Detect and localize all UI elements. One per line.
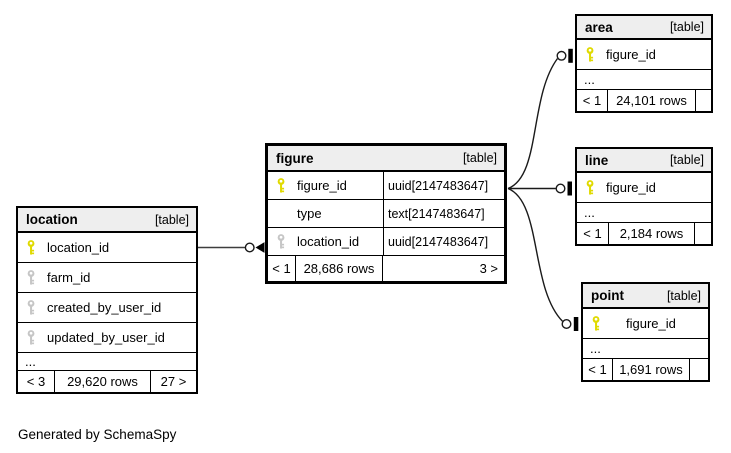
edge-figure-line — [508, 181, 572, 196]
child-count: < 1 — [577, 223, 609, 244]
table-line[interactable]: line [table] figure_id ... < 1 2,184 row… — [575, 147, 713, 246]
column-row[interactable]: farm_id — [18, 263, 196, 293]
edge-figure-area — [507, 48, 573, 190]
column-row[interactable]: updated_by_user_id — [18, 323, 196, 353]
child-count: < 1 — [583, 359, 613, 380]
table-footer: < 3 29,620 rows 27 > — [18, 371, 196, 392]
hidden-columns-ellipsis: ... — [577, 203, 711, 223]
primary-key-icon — [585, 179, 597, 196]
column-name: location_id — [297, 234, 360, 249]
column-row[interactable]: figure_id — [577, 173, 711, 203]
column-name: figure_id — [606, 180, 656, 195]
column-name: figure_id — [297, 178, 347, 193]
row-count: 2,184 rows — [609, 223, 695, 244]
table-figure-header[interactable]: figure [table] — [268, 146, 504, 172]
column-name: figure_id — [606, 47, 656, 62]
no-key-spacer — [276, 205, 288, 222]
table-area[interactable]: area [table] figure_id ... < 1 24,101 ro… — [575, 14, 713, 113]
foreign-key-icon — [26, 299, 38, 316]
foreign-key-icon — [26, 329, 38, 346]
table-footer: < 1 2,184 rows — [577, 223, 711, 244]
column-name: location_id — [47, 240, 110, 255]
parent-count: 3 > — [479, 261, 498, 276]
column-type: text[2147483647] — [383, 200, 504, 227]
table-area-header[interactable]: area [table] — [577, 16, 711, 40]
column-name: farm_id — [47, 270, 91, 285]
table-name: point — [591, 288, 624, 303]
tee-marker — [568, 48, 573, 63]
hidden-columns-ellipsis: ... — [577, 70, 711, 90]
table-type-badge: [table] — [669, 153, 704, 167]
parent-count: 27 > — [160, 374, 187, 389]
primary-key-icon — [276, 177, 288, 194]
row-count: 24,101 rows — [608, 90, 696, 111]
table-type-badge: [table] — [462, 151, 497, 165]
column-name: figure_id — [626, 316, 676, 331]
column-row[interactable]: figure_id uuid[2147483647] — [268, 172, 504, 200]
table-footer: < 1 1,691 rows — [583, 359, 708, 380]
table-name: area — [585, 19, 613, 35]
hidden-columns-ellipsis: ... — [18, 353, 196, 371]
primary-key-icon — [585, 46, 597, 63]
generator-caption: Generated by SchemaSpy — [18, 427, 177, 442]
edge-location-figure — [198, 242, 265, 253]
column-row[interactable]: location_id — [18, 233, 196, 263]
parent-count — [695, 223, 711, 244]
table-type-badge: [table] — [666, 288, 701, 303]
foreign-key-icon — [276, 233, 288, 250]
child-count: < 3 — [18, 371, 55, 392]
hidden-columns-ellipsis: ... — [583, 339, 708, 359]
table-name: line — [585, 152, 609, 168]
table-type-badge: [table] — [154, 212, 189, 227]
table-name: figure — [276, 150, 314, 166]
table-footer: < 1 24,101 rows — [577, 90, 711, 111]
table-location-header[interactable]: location [table] — [18, 208, 196, 233]
table-figure[interactable]: figure [table] figure_id uuid[2147483647… — [265, 143, 507, 284]
column-row[interactable]: created_by_user_id — [18, 293, 196, 323]
primary-key-icon — [26, 239, 38, 256]
column-name: updated_by_user_id — [47, 330, 165, 345]
table-line-header[interactable]: line [table] — [577, 149, 711, 173]
column-row[interactable]: location_id uuid[2147483647] — [268, 228, 504, 256]
tee-marker — [567, 181, 572, 196]
column-type: uuid[2147483647] — [383, 228, 504, 255]
parent-count — [690, 359, 708, 380]
child-count: < 1 — [577, 90, 608, 111]
column-row[interactable]: type text[2147483647] — [268, 200, 504, 228]
column-row[interactable]: figure_id — [583, 309, 708, 339]
table-point[interactable]: point [table] figure_id ... < 1 1,691 ro… — [581, 282, 710, 382]
column-name: created_by_user_id — [47, 300, 162, 315]
row-count: 1,691 rows — [613, 359, 690, 380]
primary-key-icon — [591, 315, 603, 332]
edge-figure-point — [507, 187, 579, 331]
row-count: 28,686 rows — [296, 256, 383, 281]
child-count: < 1 — [268, 256, 296, 281]
crow-arrow-marker — [255, 242, 265, 253]
row-count: 29,620 rows — [55, 371, 151, 392]
table-point-header[interactable]: point [table] — [583, 284, 708, 309]
foreign-key-icon — [26, 269, 38, 286]
table-name: location — [26, 212, 78, 227]
table-footer: < 1 28,686 rows 3 > — [268, 256, 504, 281]
table-location[interactable]: location [table] location_id farm_id cre… — [16, 206, 198, 394]
tee-marker — [573, 317, 579, 331]
column-name: type — [297, 206, 322, 221]
column-type: uuid[2147483647] — [383, 172, 504, 199]
table-type-badge: [table] — [669, 20, 704, 34]
parent-count — [696, 90, 711, 111]
column-row[interactable]: figure_id — [577, 40, 711, 70]
